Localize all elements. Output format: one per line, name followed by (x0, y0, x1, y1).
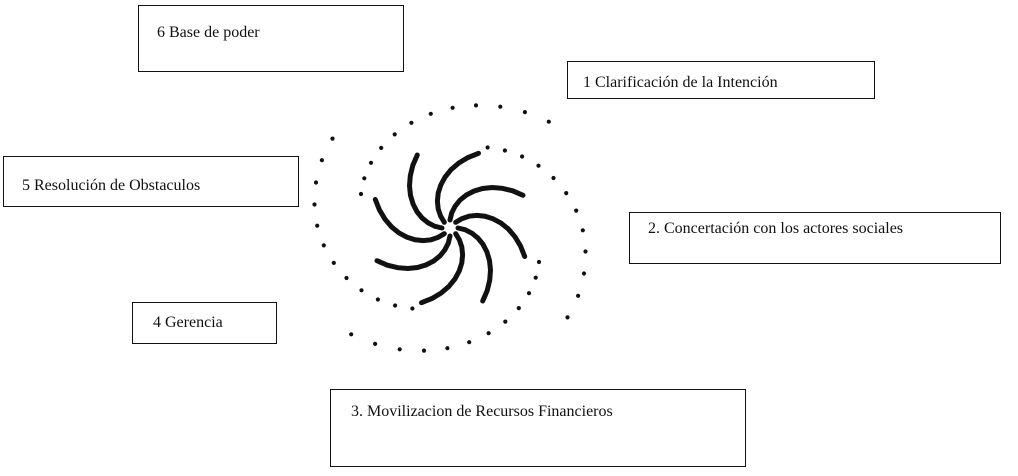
spiral-dot (486, 331, 491, 336)
spiral-dot-trails (312, 103, 588, 353)
spiral-dot (344, 275, 349, 281)
spiral-dot (331, 260, 336, 265)
spiral-dot (485, 145, 490, 150)
step-box-clarificacion-intencion: 1 Clarificación de la Intención (567, 61, 875, 99)
spiral-dot (498, 104, 503, 109)
spiral-dot (359, 288, 364, 293)
spiral-dot (421, 348, 427, 353)
step-box-base-de-poder: 6 Base de poder (138, 5, 404, 72)
step-label-gerencia: 4 Gerencia (153, 314, 223, 331)
spiral-dot (315, 223, 320, 228)
spiral-blade (374, 233, 453, 272)
spiral-dot (362, 176, 367, 181)
spiral-dot (533, 275, 538, 280)
spiral-dot (564, 191, 569, 196)
spiral-dot (313, 180, 319, 185)
spiral-blade (419, 231, 466, 306)
spiral-blade (453, 212, 528, 259)
step-label-clarificacion-intencion: 1 Clarificación de la Intención (583, 74, 778, 91)
spiral-dot (410, 306, 415, 311)
spiral-dot (450, 105, 455, 110)
spiral-blade (447, 184, 526, 223)
spiral-dot (330, 136, 335, 141)
spiral-dot (373, 341, 378, 346)
spiral-dot (445, 346, 450, 351)
step-label-base-de-poder: 6 Base de poder (157, 24, 260, 41)
step-box-movilizacion-recursos: 3. Movilizacion de Recursos Financieros (330, 389, 746, 467)
spiral-dot (473, 103, 479, 108)
step-box-gerencia: 4 Gerencia (132, 302, 277, 344)
spiral-dot (312, 202, 317, 207)
step-box-concertacion-actores: 2. Concertación con los actores sociales (629, 212, 1001, 264)
spiral-dot (321, 243, 326, 248)
spiral-dot (319, 158, 324, 163)
step-label-concertacion-actores: 2. Concertación con los actores sociales (648, 220, 904, 237)
spiral-dot (503, 319, 508, 324)
spiral-blade (372, 197, 447, 244)
spiral-dot (358, 191, 364, 197)
spiral-dot (516, 306, 521, 311)
spiral-dot (392, 132, 397, 137)
spiral-dot (368, 160, 374, 165)
spiral-dot (502, 148, 507, 153)
spiral-dot (536, 259, 542, 265)
spiral-dot (574, 208, 579, 213)
spiral-dot (375, 297, 380, 302)
spiral-dot (581, 271, 587, 276)
spiral-dot (379, 145, 384, 150)
spiral-dot (583, 249, 588, 254)
spiral-dot (428, 111, 433, 116)
spiral-blade (455, 225, 494, 304)
step-label-movilizacion-recursos: 3. Movilizacion de Recursos Financieros (351, 403, 613, 420)
spiral-dot (551, 175, 556, 181)
spiral-blade (406, 152, 445, 231)
spiral-dot (397, 347, 402, 352)
spiral-dot (349, 332, 354, 337)
step-box-resolucion-obstaculos: 5 Resolución de Obstaculos (3, 156, 299, 207)
spiral-dot (580, 228, 585, 233)
spiral-dot (576, 293, 581, 298)
spiral-dot (536, 163, 541, 168)
spiral-dot (526, 291, 532, 296)
step-label-resolucion-obstaculos: 5 Resolución de Obstaculos (22, 177, 201, 194)
spiral-dot (546, 119, 551, 124)
spiral-dot (393, 303, 398, 308)
spiral-blade (434, 150, 481, 225)
spiral-dot (409, 120, 414, 125)
spiral-arms (372, 150, 528, 306)
spiral-dot (520, 154, 525, 159)
spiral-dot (467, 340, 472, 345)
spiral-dot (565, 315, 570, 320)
spiral-dot (522, 110, 528, 115)
